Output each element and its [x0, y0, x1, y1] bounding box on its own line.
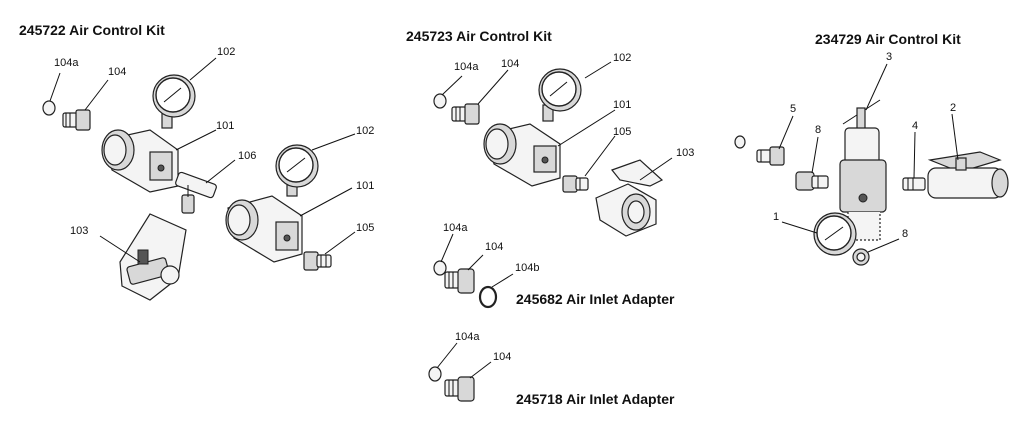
- shutoff-valve-103: [595, 159, 664, 237]
- callout-5: 5: [790, 103, 797, 115]
- callout-105: 105: [356, 222, 375, 234]
- o-ring: [734, 135, 746, 149]
- tee-106: [175, 171, 217, 214]
- fitting-104: [62, 109, 91, 131]
- bushing-8: [852, 248, 870, 266]
- kit-234729-title: 234729 Air Control Kit: [815, 31, 961, 47]
- callout-105: 105: [613, 126, 632, 138]
- callout-8: 8: [902, 228, 909, 240]
- gauge-1: [813, 212, 857, 256]
- callout-104b: 104b: [515, 262, 540, 274]
- regulator-101: [483, 123, 561, 187]
- callout-4: 4: [912, 120, 919, 132]
- callout-106: 106: [238, 150, 257, 162]
- fitting-104: [451, 103, 480, 125]
- callout-103: 103: [70, 225, 89, 237]
- callout-104a: 104a: [443, 222, 468, 234]
- callout-1: 1: [773, 211, 780, 223]
- callout-104: 104: [501, 58, 520, 70]
- callout-101: 101: [216, 120, 235, 132]
- leader-lines: [49, 57, 959, 379]
- gauge-102: [538, 68, 582, 122]
- callout-103: 103: [676, 147, 695, 159]
- callout-8: 8: [815, 124, 822, 136]
- o-ring: [433, 260, 447, 276]
- regulator-101: [225, 195, 303, 263]
- fitting-5: [756, 146, 785, 166]
- fitting-105: [303, 251, 332, 271]
- callout-2: 2: [950, 102, 957, 114]
- o-ring: [428, 366, 442, 382]
- nipple-4: [902, 177, 926, 191]
- kit-245723-drawing: [433, 68, 664, 237]
- callout-104: 104: [485, 241, 504, 253]
- callout-104a: 104a: [455, 331, 480, 343]
- ball-valve-2: [927, 151, 1009, 199]
- shutoff-valve-103: [119, 213, 187, 301]
- callout-104a: 104a: [454, 61, 479, 73]
- regulator-101: [101, 129, 179, 193]
- adapter-245682-drawing: [433, 260, 498, 309]
- callout-104: 104: [108, 66, 127, 78]
- gauge-102: [152, 74, 196, 129]
- callout-104: 104: [493, 351, 512, 363]
- o-ring: [478, 285, 498, 309]
- adapter-245718-drawing: [428, 366, 475, 402]
- fitting-105: [562, 175, 589, 193]
- fitting-104: [444, 268, 475, 294]
- callout-101: 101: [613, 99, 632, 111]
- adapter-245682-title: 245682 Air Inlet Adapter: [516, 291, 675, 307]
- callout-102: 102: [613, 52, 632, 64]
- callout-102: 102: [356, 125, 375, 137]
- gauge-102: [275, 144, 319, 197]
- fitting-104: [444, 376, 475, 402]
- kit-234729-drawing: [734, 99, 1009, 266]
- o-ring: [433, 93, 447, 109]
- kit-245723-title: 245723 Air Control Kit: [406, 28, 552, 44]
- kit-245722-title: 245722 Air Control Kit: [19, 22, 165, 38]
- o-ring: [42, 100, 56, 116]
- callout-104a: 104a: [54, 57, 79, 69]
- elbow-fitting-8: [795, 171, 829, 191]
- callout-102: 102: [217, 46, 236, 58]
- adapter-245718-title: 245718 Air Inlet Adapter: [516, 391, 675, 407]
- callout-101: 101: [356, 180, 375, 192]
- kit-245722-drawing: [42, 74, 332, 301]
- callout-3: 3: [886, 51, 893, 63]
